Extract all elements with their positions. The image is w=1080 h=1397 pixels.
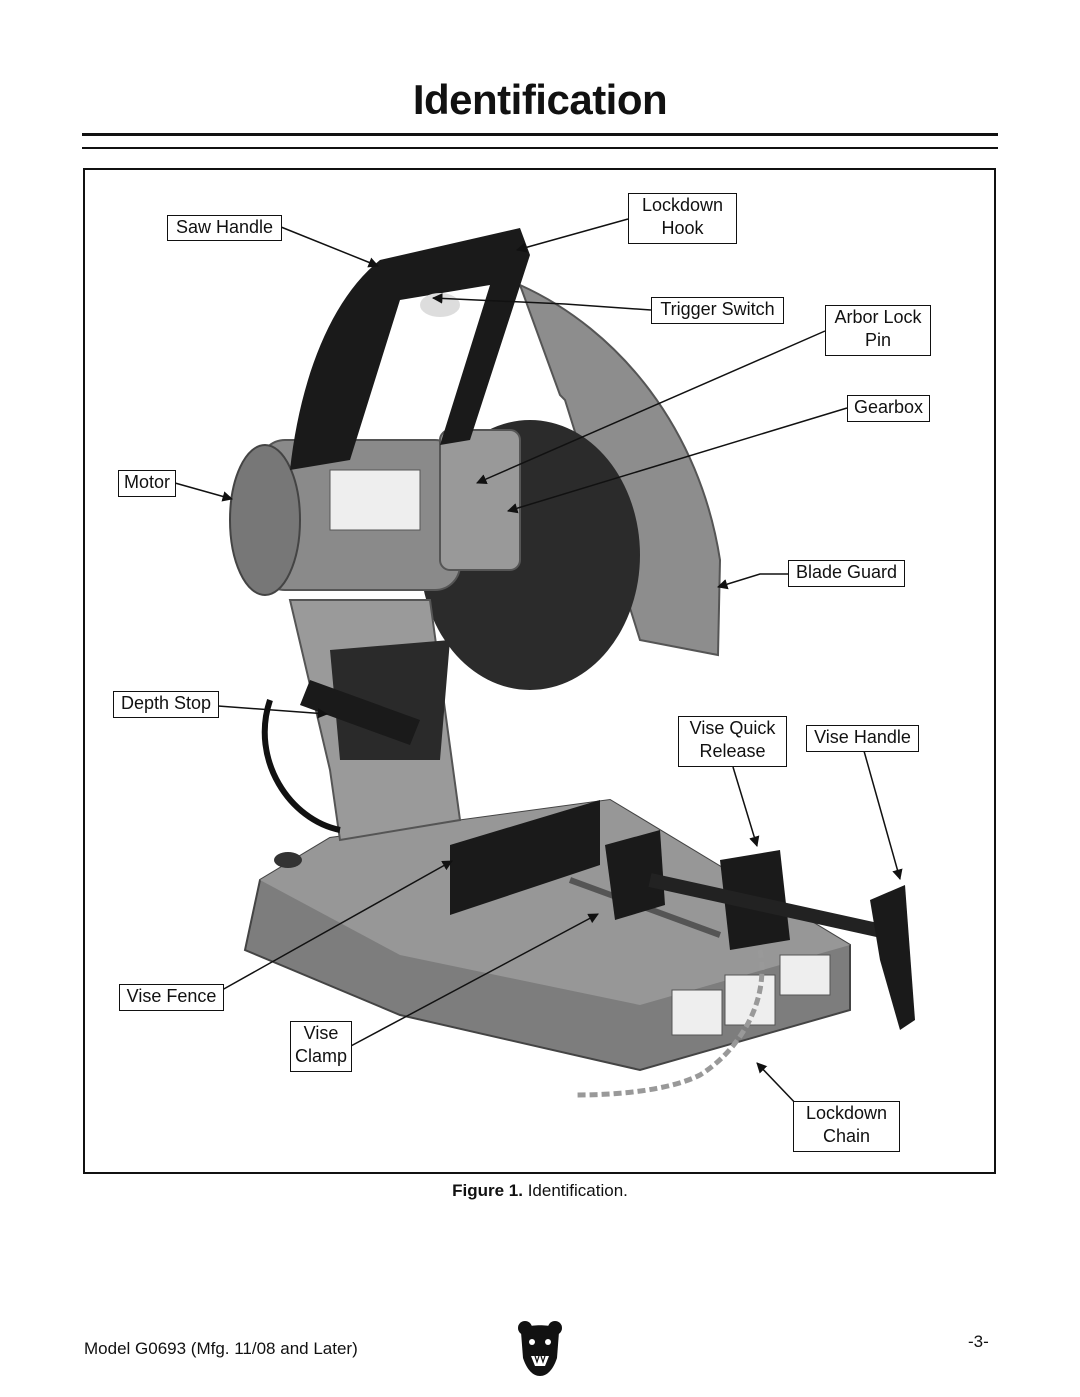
label-line: Vise Quick [689,718,776,738]
label-vise-handle: Vise Handle [806,725,919,752]
label-line: Release [699,741,766,761]
base-warning-labels [671,954,831,1036]
title-rule-bottom [82,147,998,149]
caption-prefix: Figure 1. [452,1181,523,1200]
label-saw-handle: Saw Handle [167,215,282,241]
arrow-trigger-switch [431,293,652,311]
label-trigger-switch: Trigger Switch [651,297,784,324]
label-line: Lockdown [641,195,724,215]
arrow-vise-handle [863,750,903,881]
arrow-depth-stop [217,705,329,719]
label-vise-fence: Vise Fence [119,984,224,1011]
page-title: Identification [412,76,668,123]
label-motor: Motor [118,470,176,497]
vise-fence-shape [450,800,600,915]
bear-head-logo-icon [518,1321,562,1376]
title-rule-top [82,133,998,136]
label-vise-quick-release: Vise Quick Release [678,716,787,767]
arrow-lockdown-chain [756,1062,801,1109]
arrow-arbor-lock-pin [476,330,826,485]
label-line: Clamp [294,1046,347,1066]
blade-guard-shape [518,283,722,657]
label-arbor-lock-pin: Arbor Lock Pin [825,305,931,356]
arrow-vise-fence [221,860,453,991]
arrow-vise-quick-release [732,766,760,848]
vise-assembly-shape [605,830,915,1030]
label-vise-clamp: Vise Clamp [290,1021,352,1072]
figure-frame [83,168,996,1174]
footer-model: Model G0693 (Mfg. 11/08 and Later) [84,1339,358,1358]
label-lockdown-hook: Lockdown Hook [628,193,737,244]
figure-caption: Figure 1. Identification. [0,1181,1080,1201]
label-lockdown-chain: Lockdown Chain [793,1101,900,1152]
label-line: Arbor Lock [834,307,922,327]
arrow-saw-handle [280,226,379,268]
saw-handle-shape [290,228,530,470]
label-blade-guard: Blade Guard [788,560,905,587]
label-line: Pin [864,330,891,350]
leader-arrows [174,218,903,1109]
label-line: Vise [303,1023,339,1043]
motor-shape [229,429,521,596]
label-gearbox: Gearbox [847,395,930,422]
label-depth-stop: Depth Stop [113,691,219,718]
label-line: Chain [822,1126,871,1146]
arrow-blade-guard [716,573,788,590]
trigger-switch-shape [420,293,460,317]
label-line: Lockdown [805,1103,888,1123]
label-line: Hook [661,218,704,238]
arrow-gearbox [506,407,848,514]
arrow-vise-clamp [348,913,599,1048]
caption-text: Identification. [522,1181,628,1200]
page-number: -3- [968,1332,989,1351]
lockdown-chain-shape [574,949,765,1098]
arrow-lockdown-hook [515,218,629,253]
spring-arm-shape [261,599,462,842]
arrow-motor [174,482,234,502]
